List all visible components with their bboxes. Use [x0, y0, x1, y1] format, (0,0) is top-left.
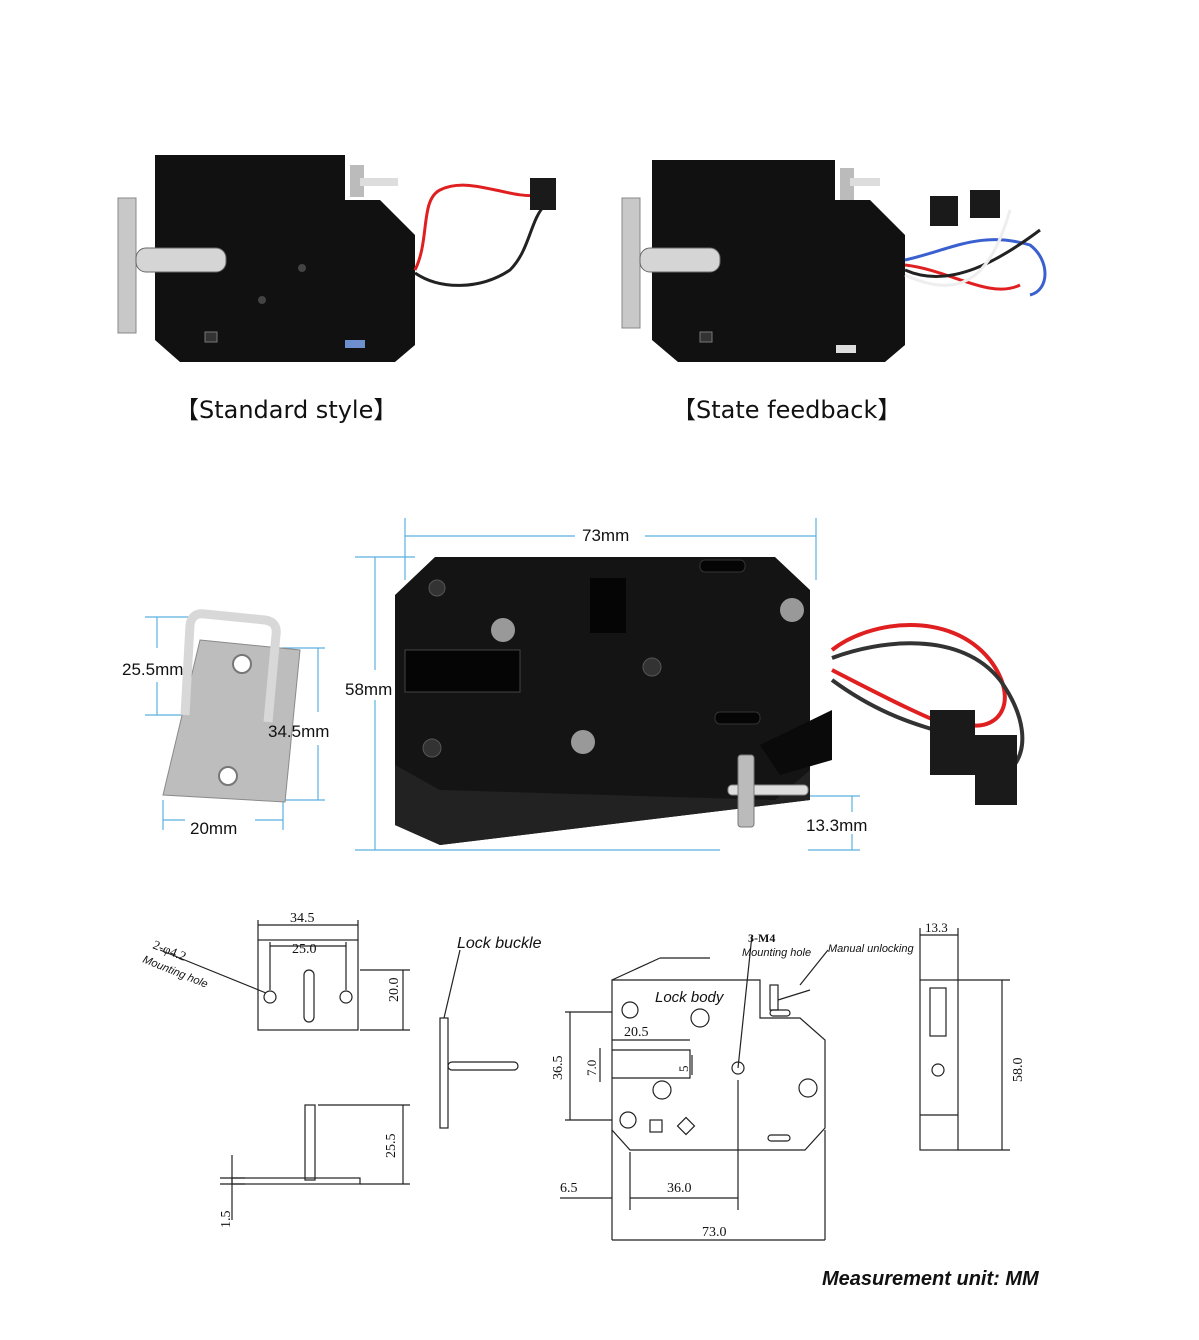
cad-dim-20-0: 20.0 [387, 978, 402, 1003]
cad-dim-58-0: 58.0 [1011, 1058, 1026, 1083]
dim-height-label: 58mm [345, 680, 393, 699]
cad-dim-25-0: 25.0 [292, 942, 317, 957]
cad-dim-36-0: 36.0 [667, 1181, 692, 1196]
feedback-lock-image [621, 160, 1047, 362]
dim-buckle-length-label: 34.5mm [268, 722, 330, 741]
dimensioned-photo [145, 518, 1025, 851]
lock-buckle-image [162, 609, 301, 803]
caption-feedback: 【State feedback】 [672, 396, 902, 424]
cad-m4-note: 3-M4 [748, 931, 775, 945]
cad-dim-25-5: 25.5 [384, 1134, 399, 1159]
cad-manual-label: Manual unlocking [828, 943, 914, 955]
dim-buckle-width-label: 20mm [190, 819, 238, 838]
dim-pin-label: 13.3mm [806, 816, 868, 835]
cad-lock-buckle-label: Lock buckle [457, 935, 542, 952]
product-photos [117, 155, 1047, 362]
cad-dim-7-0: 7.0 [584, 1060, 599, 1076]
cad-dim-1-5: 1.5 [219, 1211, 234, 1229]
cad-dim-34-5: 34.5 [290, 911, 315, 926]
cad-m4-sub: Mounting hole [742, 947, 811, 959]
cad-dim-73-0: 73.0 [702, 1225, 727, 1240]
technical-drawing: 34.5 25.0 20.0 25.5 1.5 2-φ4.2 Mounting … [141, 911, 1026, 1241]
measurement-unit-note: Measurement unit: MM [822, 1268, 1039, 1290]
cad-dim-13-3: 13.3 [925, 920, 948, 935]
dim-width-label: 73mm [582, 526, 630, 545]
cad-dim-6-5: 6.5 [560, 1181, 578, 1196]
caption-standard: 【Standard style】 [175, 396, 398, 424]
cad-dim-36-5: 36.5 [551, 1056, 566, 1081]
standard-lock-image [117, 155, 556, 362]
dimension-lines [145, 518, 860, 851]
cad-lock-body-label: Lock body [655, 989, 725, 1006]
lock-body-image [395, 557, 1025, 845]
cad-dim-5: 5 [676, 1066, 691, 1073]
cad-dim-20-5: 20.5 [624, 1025, 649, 1040]
dim-buckle-height-label: 25.5mm [122, 660, 184, 679]
